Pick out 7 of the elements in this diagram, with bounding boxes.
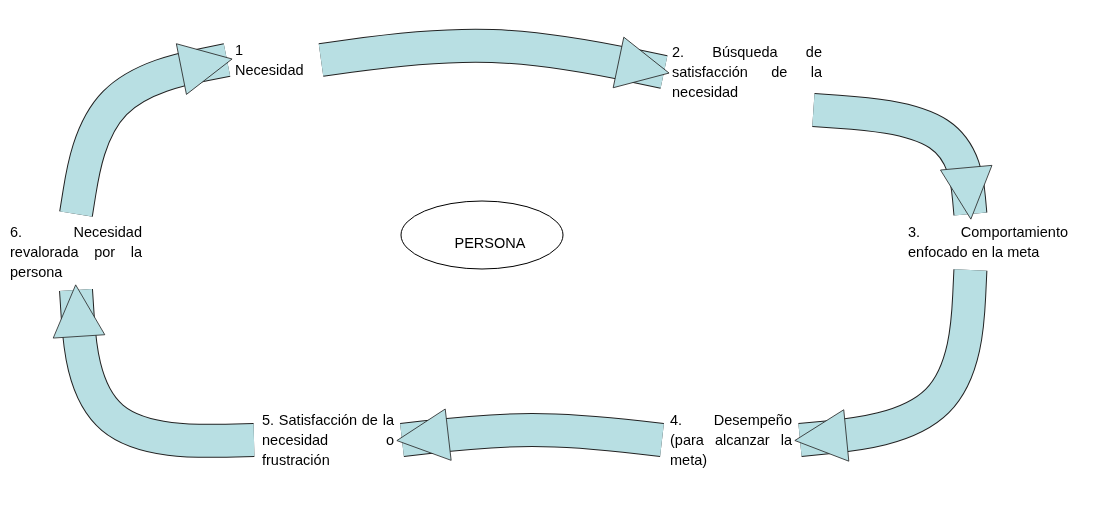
step-label: 5. Satisfacción de la necesidad o frustración	[262, 411, 394, 470]
step-label: 4. Desempeño (para alcanzar la meta)	[670, 411, 792, 470]
ellipse-label: PERSONA	[454, 234, 526, 253]
step-label: 3. Comportamiento enfocado en la meta	[908, 223, 1068, 262]
step-label: 2. Búsqueda de satisfacción de la necesidad	[672, 43, 822, 102]
step-label: 6. Necesidad revalorada por la persona	[10, 223, 142, 282]
step-label: 1 Necesidad	[235, 41, 305, 80]
